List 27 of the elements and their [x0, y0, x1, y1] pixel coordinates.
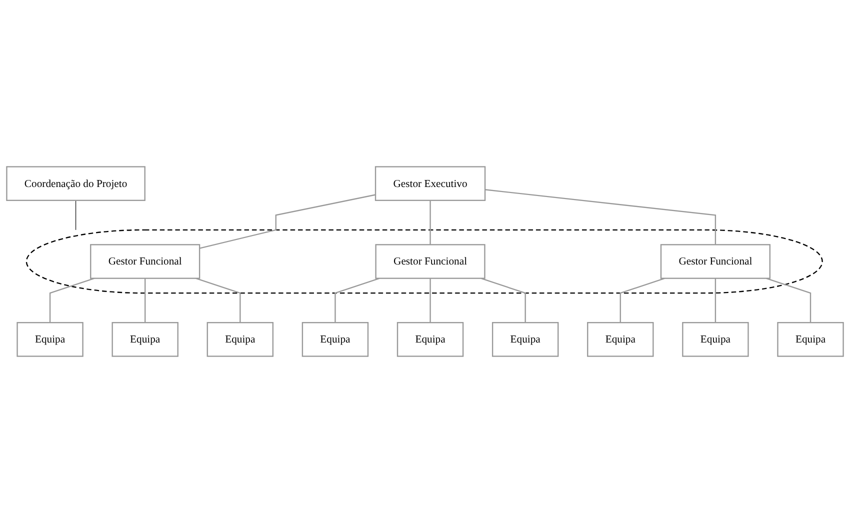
connector — [484, 189, 716, 245]
connector — [199, 194, 376, 249]
connector — [430, 200, 431, 245]
cluster — [26, 229, 823, 294]
connector — [480, 278, 526, 323]
node-box: Gestor Executivo — [374, 166, 486, 201]
node-box: Equipa — [16, 322, 84, 357]
connector — [334, 278, 380, 323]
node-box: Equipa — [302, 322, 369, 357]
node-box: Coordenação do Projeto — [6, 166, 146, 201]
connector — [430, 278, 431, 323]
connector — [620, 278, 665, 323]
node-box: Gestor Funcional — [660, 244, 770, 279]
node-box: Equipa — [777, 322, 844, 357]
connector — [144, 278, 146, 323]
connector — [714, 278, 716, 323]
node-box: Gestor Funcional — [375, 244, 486, 279]
connector — [49, 278, 95, 323]
connector — [766, 278, 812, 323]
node-box: Equipa — [492, 322, 559, 357]
node-box: Equipa — [396, 322, 464, 357]
node-box: Equipa — [206, 322, 274, 357]
connector — [196, 278, 241, 323]
node-box: Equipa — [682, 322, 749, 357]
node-box: Gestor Funcional — [90, 244, 200, 279]
node-box: Equipa — [112, 322, 178, 357]
node-box: Equipa — [587, 322, 654, 357]
